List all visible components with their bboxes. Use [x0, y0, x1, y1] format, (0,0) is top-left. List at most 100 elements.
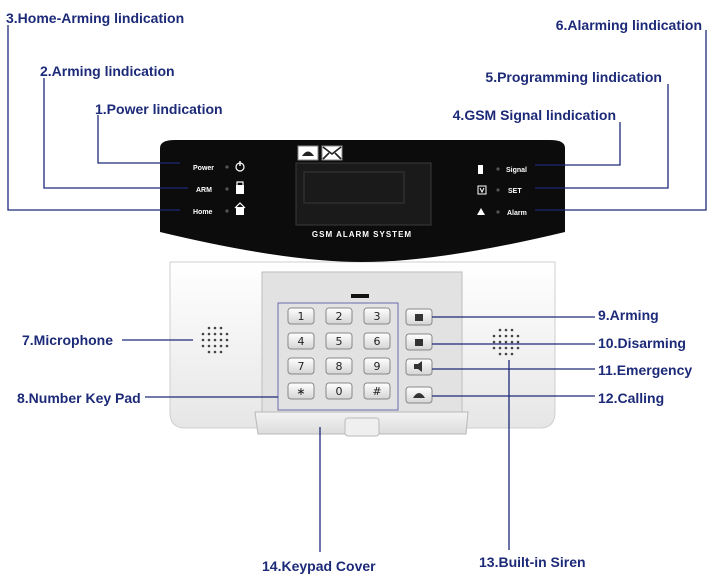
key-1[interactable]: 1: [287, 307, 315, 325]
number-keypad-frame: [277, 302, 399, 411]
grille-dot: [213, 332, 217, 336]
grille-dot: [219, 338, 223, 342]
siren-grille: [492, 328, 520, 356]
key-label: 3: [374, 310, 381, 323]
grille-dot: [510, 352, 514, 356]
grille-dot: [498, 334, 502, 338]
key-label: 2: [336, 310, 343, 323]
grille-dot: [504, 346, 508, 350]
key-2[interactable]: 2: [325, 307, 353, 325]
key-label: 1: [298, 310, 305, 323]
calling-key[interactable]: [405, 386, 433, 404]
key-label: 9: [374, 360, 381, 373]
key-label: 0: [336, 385, 343, 398]
key-4[interactable]: 4: [287, 332, 315, 350]
top-envelope-icon: [321, 145, 343, 161]
grille-dot: [219, 332, 223, 336]
grille-dot: [492, 346, 496, 350]
lock-icon: [415, 314, 423, 321]
grille-dot: [516, 346, 520, 350]
key-6[interactable]: 6: [363, 332, 391, 350]
grille-dot: [492, 334, 496, 338]
key-0[interactable]: 0: [325, 382, 353, 400]
callout-power: 1.Power lindication: [95, 101, 223, 117]
grille-dot: [201, 344, 205, 348]
grille-dot: [510, 328, 514, 332]
grille-dot: [213, 350, 217, 354]
key-label: 8: [336, 360, 343, 373]
callout-calling: 12.Calling: [598, 390, 665, 406]
grille-dot: [201, 332, 205, 336]
top-phone-icon: [297, 145, 319, 161]
microphone-grille: [201, 326, 229, 354]
grille-dot: [516, 334, 520, 338]
speaker-icon: [414, 361, 422, 372]
key-label: 6: [374, 335, 381, 348]
set-label: SET: [508, 188, 522, 195]
key-3[interactable]: 3: [363, 307, 391, 325]
callout-number-keypad: 8.Number Key Pad: [17, 390, 141, 406]
grille-dot: [219, 350, 223, 354]
grille-dot: [504, 352, 508, 356]
callout-arming-indication: 2.Arming lindication: [40, 63, 175, 79]
callout-keypad-cover: 14.Keypad Cover: [262, 558, 376, 574]
grille-dot: [510, 340, 514, 344]
leader-lines: [7, 25, 707, 552]
grille-dot: [498, 352, 502, 356]
signal-icon: [478, 165, 483, 174]
callout-programming: 5.Programming lindication: [485, 69, 662, 85]
emergency-key[interactable]: [405, 358, 433, 376]
key-8[interactable]: 8: [325, 357, 353, 375]
grille-dot: [225, 338, 229, 342]
lcd-screen: [295, 162, 432, 226]
grille-dot: [492, 340, 496, 344]
grille-dot: [219, 326, 223, 330]
power-label: Power: [193, 165, 214, 172]
home-icon: [234, 202, 246, 215]
grille-dot: [207, 326, 211, 330]
callout-arming: 9.Arming: [598, 307, 659, 323]
grille-dot: [504, 340, 508, 344]
key-7[interactable]: 7: [287, 357, 315, 375]
callout-built-in-siren: 13.Built-in Siren: [479, 554, 586, 570]
grille-dot: [498, 346, 502, 350]
grille-dot: [201, 338, 205, 342]
alarm-icon: [477, 208, 485, 215]
callout-gsm-signal: 4.GSM Signal lindication: [452, 107, 616, 123]
grille-dot: [213, 338, 217, 342]
callout-microphone: 7.Microphone: [22, 332, 114, 348]
phone-icon: [413, 393, 425, 398]
grille-dot: [207, 332, 211, 336]
callout-disarming: 10.Disarming: [598, 335, 686, 351]
key-label: ∗: [296, 385, 305, 398]
key-9[interactable]: 9: [363, 357, 391, 375]
callout-home-arming: 3.Home-Arming lindication: [6, 10, 185, 26]
grille-dot: [510, 346, 514, 350]
grille-dot: [225, 332, 229, 336]
key-hash[interactable]: #: [363, 382, 391, 400]
callout-emergency: 11.Emergency: [598, 362, 693, 378]
unlock-icon: [415, 339, 423, 346]
grille-dot: [225, 344, 229, 348]
key-star[interactable]: ∗: [287, 382, 315, 400]
set-icon: [477, 185, 487, 195]
recess-slot: [351, 294, 369, 298]
power-icon: [235, 161, 245, 172]
grille-dot: [207, 350, 211, 354]
disarming-key[interactable]: [405, 333, 433, 351]
key-5[interactable]: 5: [325, 332, 353, 350]
grille-dot: [498, 340, 502, 344]
grille-dot: [213, 326, 217, 330]
keypad-cover[interactable]: [254, 411, 469, 437]
grille-dot: [504, 328, 508, 332]
grille-dot: [219, 344, 223, 348]
arm-lock-icon: [236, 181, 244, 194]
key-label: #: [372, 385, 381, 398]
key-label: 7: [298, 360, 305, 373]
grille-dot: [516, 340, 520, 344]
key-label: 4: [298, 335, 305, 348]
arming-key[interactable]: [405, 308, 433, 326]
callout-alarming: 6.Alarming lindication: [555, 17, 702, 33]
brand-label: GSM ALARM SYSTEM: [312, 230, 412, 239]
